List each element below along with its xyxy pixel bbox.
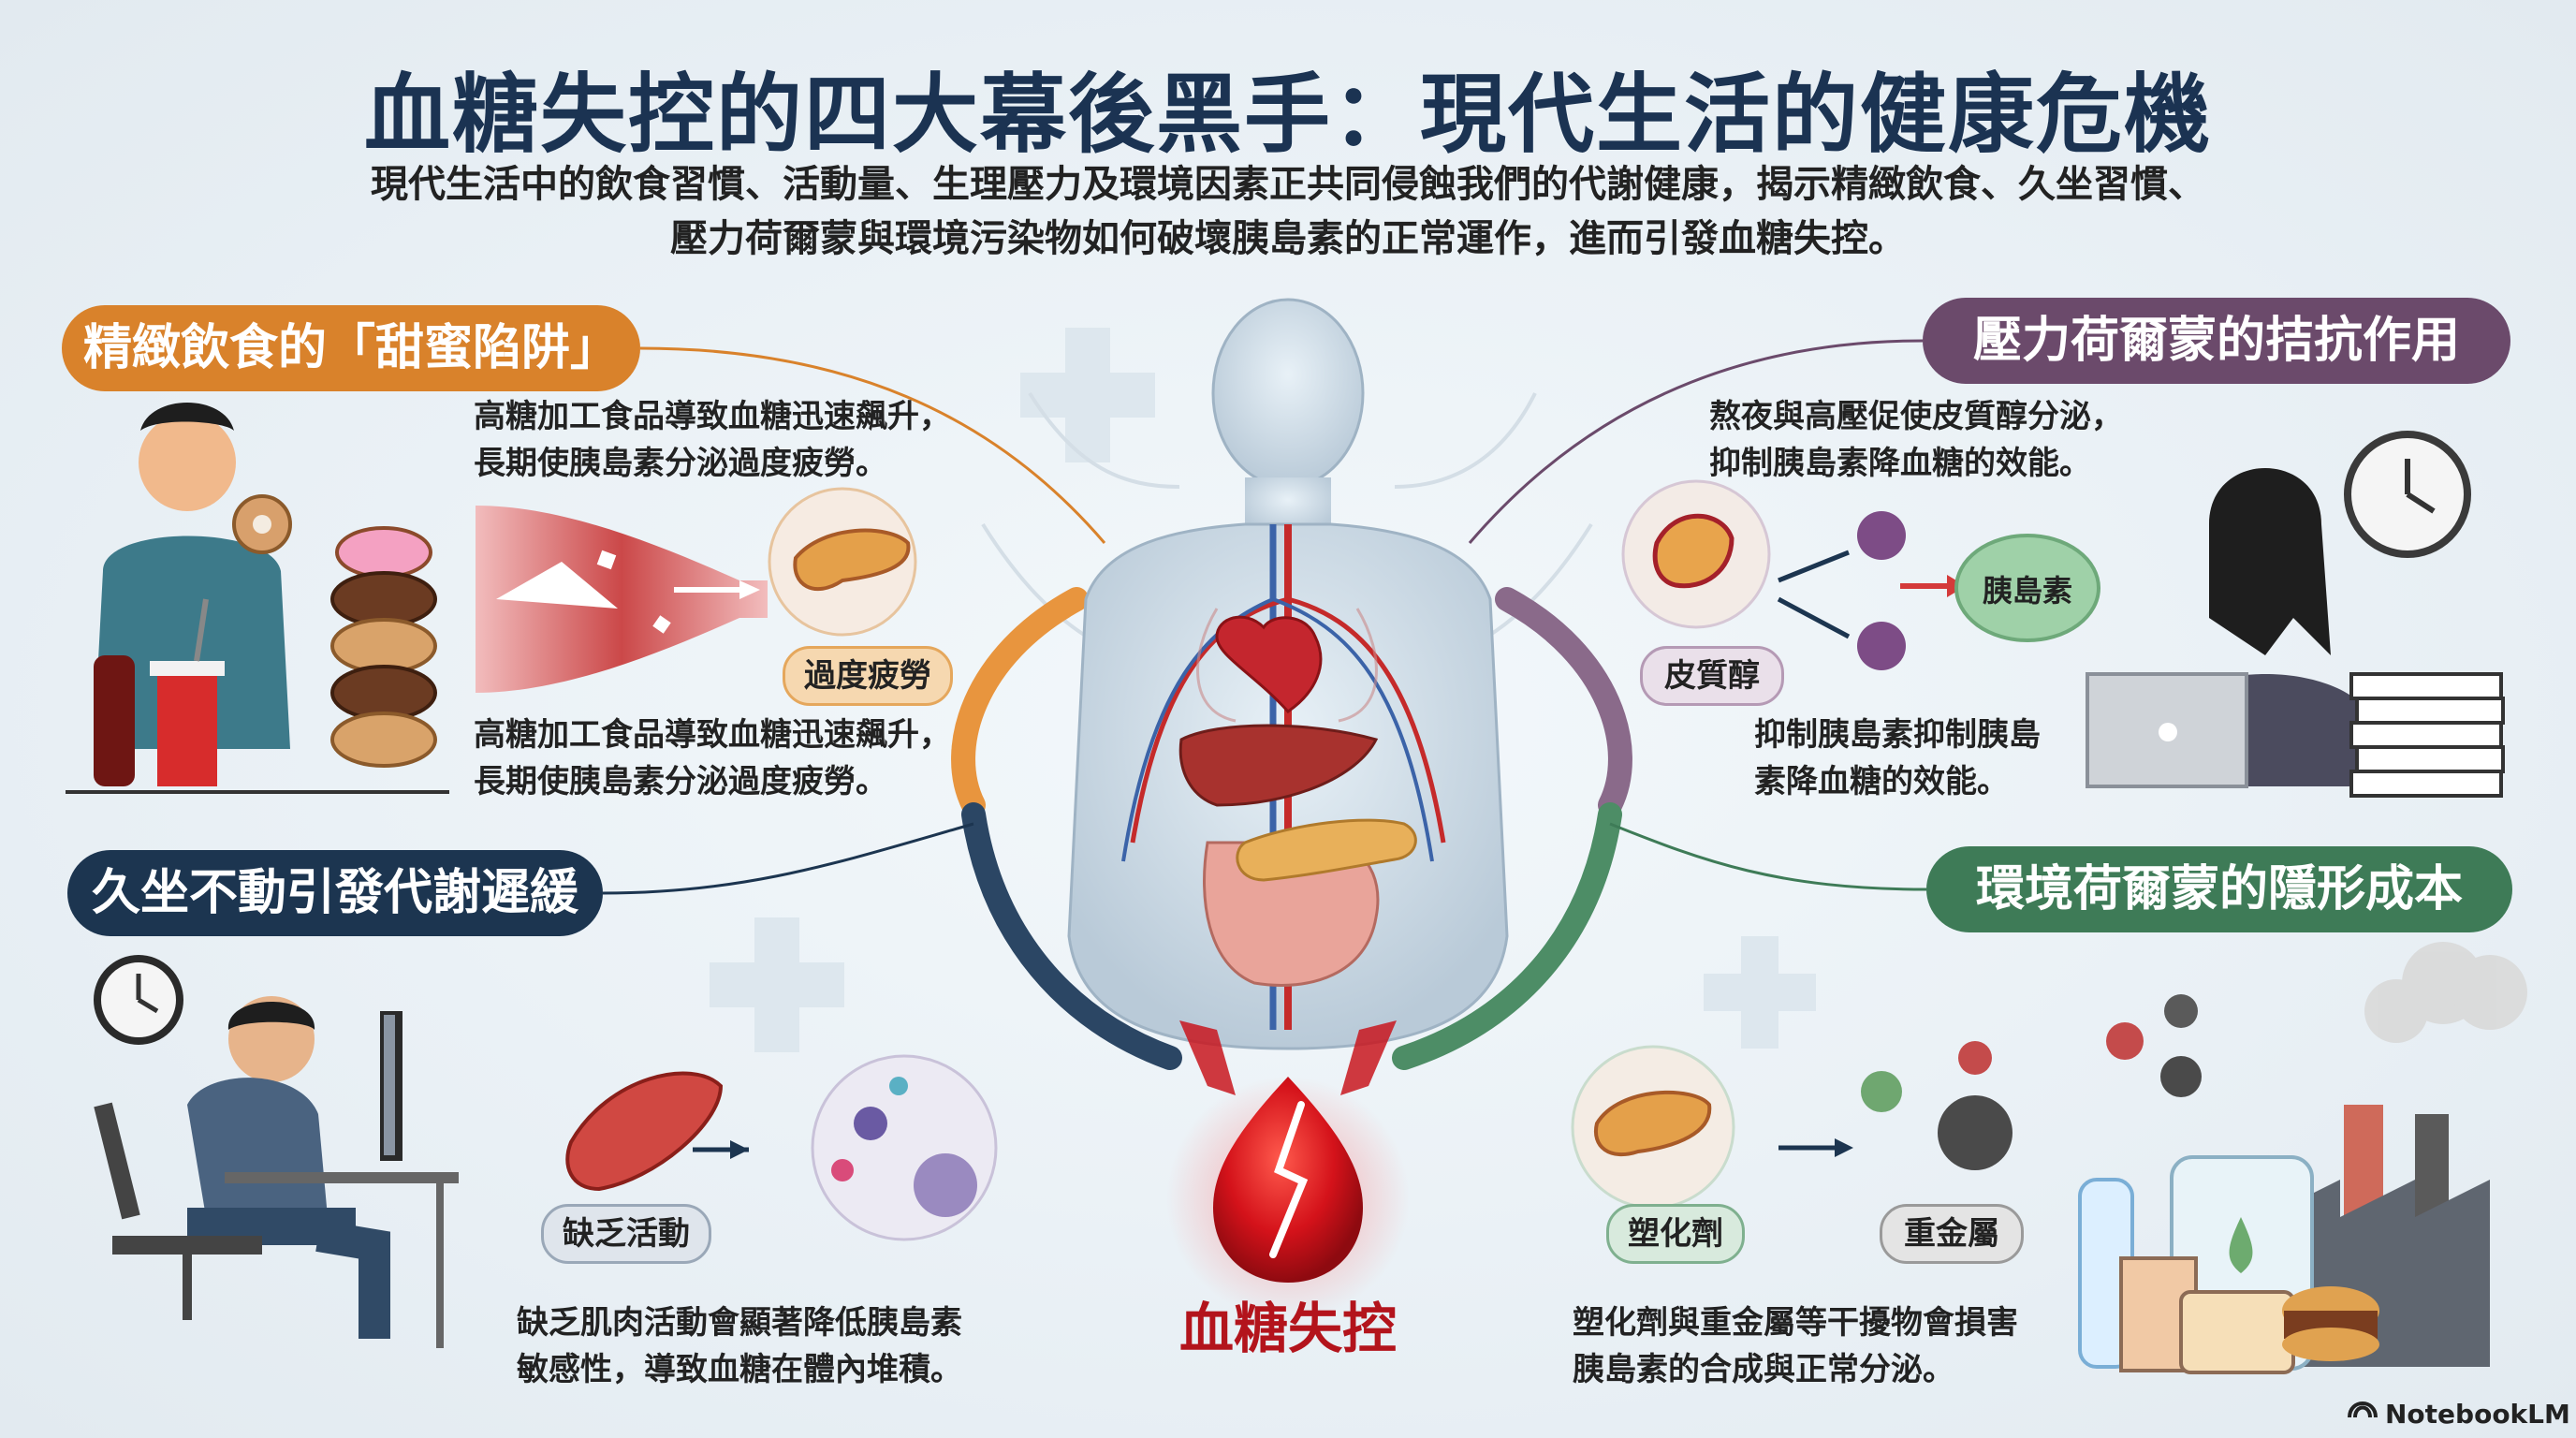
page-subtitle: 現代生活中的飲食習慣、活動量、生理壓力及環境因素正共同侵蝕我們的代謝健康，揭示精… [281, 157, 2295, 266]
liver-organ [1178, 724, 1379, 807]
diet-description-line: 長期使胰島素分泌過度疲勞。 [474, 763, 887, 800]
sitting-description-line: 缺乏肌肉活動會顯著降低胰島素 [517, 1304, 962, 1342]
environment-description-line: 塑化劑與重金屬等干擾物會損害 [1573, 1304, 2018, 1342]
environment-illustration [1571, 942, 2527, 1374]
notebooklm-logo-icon [2348, 1401, 2378, 1418]
virus-icon [1861, 994, 2202, 1170]
plasticizer-tag: 塑化劑 [1606, 1204, 1745, 1264]
blood-droplet-icon [1213, 1077, 1363, 1283]
diet-description-top: 高糖加工食品導致血糖迅速飆升， 長期使胰島素分泌過度疲勞。 [474, 393, 951, 487]
heavy-metal-tag: 重金屬 [1880, 1204, 2024, 1264]
environment-heading: 環境荷爾蒙的隱形成本 [1926, 846, 2512, 932]
stress-heading: 壓力荷爾蒙的拮抗作用 [1923, 298, 2510, 384]
pancreas-organ [1236, 818, 1417, 882]
muscle-icon [565, 1071, 724, 1192]
page-title: 血糖失控的四大幕後黑手：現代生活的健康危機 [363, 65, 2212, 165]
blood-sugar-core-label: 血糖失控 [1178, 1297, 1397, 1360]
diet-description-line: 高糖加工食品導致血糖迅速飆升， [474, 716, 951, 754]
diet-illustration [66, 403, 917, 794]
stress-illustration [1621, 431, 2505, 798]
stress-description-line: 熬夜與高壓促使皮質醇分泌， [1709, 398, 2123, 435]
sitting-arc [961, 802, 1182, 1070]
stress-description-line: 素降血糖的效能。 [1754, 763, 2009, 800]
connector-arcs [951, 587, 1632, 1070]
stress-description-line: 抑制胰島素抑制胰島 [1754, 716, 2041, 754]
stress-description-line: 抑制胰島素降血糖的效能。 [1709, 445, 2091, 482]
sitting-description-line: 敏感性，導致血糖在體內堆積。 [517, 1351, 962, 1388]
heart-organ [1215, 615, 1323, 713]
stress-description-top: 熬夜與高壓促使皮質醇分泌， 抑制胰島素降血糖的效能。 [1709, 393, 2123, 487]
diet-description-line: 長期使胰島素分泌過度疲勞。 [474, 445, 887, 482]
sitting-description: 缺乏肌肉活動會顯著降低胰島素 敏感性，導致血糖在體內堆積。 [517, 1299, 962, 1393]
brand-label: NotebookLM [2385, 1399, 2570, 1430]
sitting-illustration [94, 955, 998, 1348]
diet-arc [951, 587, 1089, 817]
environment-description-line: 胰島素的合成與正常分泌。 [1573, 1351, 1954, 1388]
stress-description-bottom: 抑制胰島素抑制胰島 素降血糖的效能。 [1754, 712, 2041, 805]
insulin-label: 胰島素 [1982, 573, 2072, 609]
subtitle-line: 壓力荷爾蒙與環境污染物如何破壞胰島素的正常運作，進而引發血糖失控。 [670, 217, 1906, 260]
inactivity-tag: 缺乏活動 [541, 1204, 711, 1264]
environment-description: 塑化劑與重金屬等干擾物會損害 胰島素的合成與正常分泌。 [1573, 1299, 2018, 1393]
diet-description-bottom: 高糖加工食品導致血糖迅速飆升， 長期使胰島素分泌過度疲勞。 [474, 712, 951, 805]
core-arrows [1179, 1020, 1397, 1095]
diet-heading: 精緻飲食的「甜蜜陷阱」 [62, 305, 640, 391]
diet-description-line: 高糖加工食品導致血糖迅速飆升， [474, 398, 951, 435]
stress-arc [1495, 587, 1632, 817]
cortisol-tag: 皮質醇 [1640, 646, 1784, 706]
medical-cross-icon [710, 328, 1816, 1052]
subtitle-line: 現代生活中的飲食習慣、活動量、生理壓力及環境因素正共同侵蝕我們的代謝健康，揭示精… [371, 163, 2205, 206]
sitting-heading: 久坐不動引發代謝遲緩 [67, 850, 603, 936]
environment-arc [1392, 802, 1622, 1070]
diet-fatigue-tag: 過度疲勞 [783, 646, 953, 706]
